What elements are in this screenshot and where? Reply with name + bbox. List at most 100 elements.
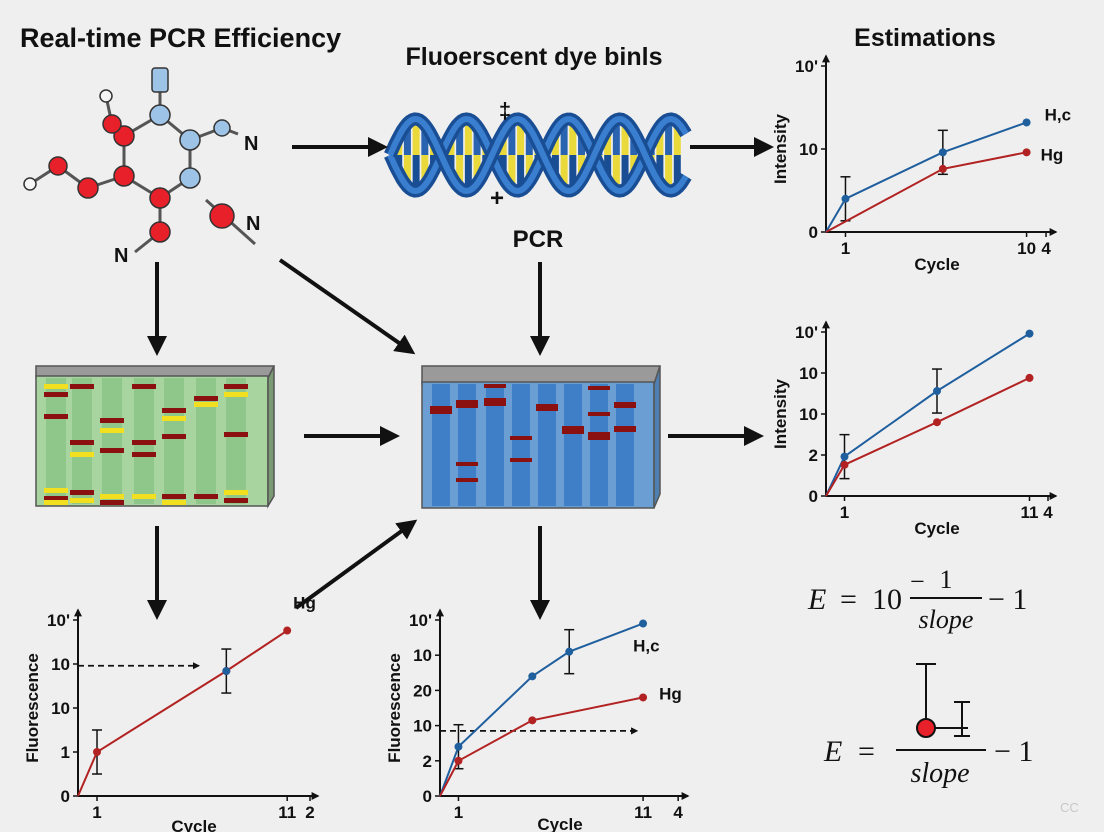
dna-base-pair (621, 155, 629, 190)
x-tick-label: 1 (454, 803, 463, 822)
gel-band (100, 494, 124, 499)
data-point (1025, 329, 1034, 338)
y-tick-label: 0 (809, 487, 818, 506)
gel-band (132, 440, 156, 445)
data-point (639, 693, 648, 702)
gel-lane (590, 384, 608, 506)
dna-base-pair (525, 127, 533, 155)
gel-lane (164, 378, 184, 504)
y-tick-label: 10ʹ (47, 611, 70, 630)
x-tick-label: 4 (1043, 503, 1053, 522)
gel-lane (46, 378, 66, 504)
data-point (222, 667, 231, 676)
dna-base-pair (569, 120, 577, 155)
x-tick-label: 10 (1017, 239, 1036, 258)
eq2-equals: = (858, 735, 875, 768)
gel-lane (564, 384, 582, 506)
gel-band (224, 490, 248, 495)
gel-band (194, 402, 218, 407)
data-point (938, 148, 947, 157)
dna-base-pair (464, 155, 472, 191)
gel-lane (226, 378, 246, 504)
series-label: Hg (659, 684, 682, 703)
x-axis-title: Cycle (914, 255, 959, 274)
dna-base-pair (473, 126, 481, 155)
data-point (938, 164, 947, 173)
series-line (825, 151, 1027, 233)
gel-band (162, 408, 186, 413)
dna-base-pair (508, 121, 516, 155)
atom-label-n1: N (244, 133, 258, 155)
data-point (840, 460, 849, 469)
gel-band (44, 414, 68, 419)
eq1-num: 1 (940, 565, 953, 594)
y-tick-label: 10ʹ (795, 57, 818, 76)
dna-base-pair (665, 119, 673, 155)
dna-base-pair (473, 155, 481, 184)
gel-band (162, 500, 186, 505)
gel-band (162, 416, 186, 421)
data-point (933, 387, 941, 396)
flow-arrows (147, 137, 774, 620)
gel-band (456, 400, 478, 408)
y-tick-label: 20 (413, 681, 432, 700)
gel-band (588, 432, 610, 440)
gel-band (162, 494, 186, 499)
dna-bottom-plus: + (490, 185, 504, 212)
series-line (439, 622, 644, 797)
y-tick-label: 10 (799, 140, 818, 159)
data-point (283, 626, 292, 635)
dna-base-pair (412, 155, 420, 191)
gel-band (44, 488, 68, 493)
gel-band (562, 426, 584, 434)
dna-base-pair (421, 155, 429, 186)
series-line (77, 629, 288, 797)
dna-base-pair (673, 121, 681, 155)
gel-band (44, 384, 68, 389)
dna-base-pair (569, 155, 577, 190)
x-tick-label: 1 (840, 503, 849, 522)
atom-label-n3: N (114, 245, 128, 267)
gel-band (430, 406, 452, 414)
gel-band (70, 452, 94, 457)
gel-lane (196, 378, 216, 504)
data-point (1022, 148, 1031, 157)
data-point (454, 756, 463, 765)
x-tick-label: 1 (92, 803, 101, 822)
gel-band (536, 404, 558, 411)
gel-band (224, 392, 248, 397)
data-point (1025, 373, 1034, 382)
y-tick-label: 10ʹ (795, 323, 818, 342)
y-axis-title: Fluorescence (23, 653, 42, 763)
x-tick-label: 4 (673, 803, 683, 822)
gel-band (100, 500, 124, 505)
gel-band (194, 396, 218, 401)
gel-band (614, 426, 636, 432)
dna-base-pair (612, 155, 620, 191)
y-tick-label: 1 (61, 743, 70, 762)
gel-band (224, 498, 248, 503)
gel-band (456, 478, 478, 482)
dna-base-pair (560, 120, 568, 155)
data-point (1022, 118, 1031, 127)
x-tick-label: 11 (1021, 503, 1039, 522)
watermark: CC (1060, 800, 1079, 815)
dna-base-pair (456, 122, 464, 155)
gel-band (132, 384, 156, 389)
dna-base-pair (560, 155, 568, 190)
y-tick-label: 10ʹ (409, 611, 432, 630)
gel-band (70, 498, 94, 503)
data-point (841, 194, 850, 203)
dna-base-pair (456, 155, 464, 188)
eq1-neg: − (910, 567, 925, 596)
dna-base-pair (421, 124, 429, 155)
series-line (825, 121, 1027, 233)
y-axis-title: Intensity (771, 379, 790, 449)
y-tick-label: 2 (809, 446, 818, 465)
y-tick-label: 10 (413, 646, 432, 665)
eq1-lhs: E (807, 583, 826, 616)
data-point (528, 716, 537, 725)
